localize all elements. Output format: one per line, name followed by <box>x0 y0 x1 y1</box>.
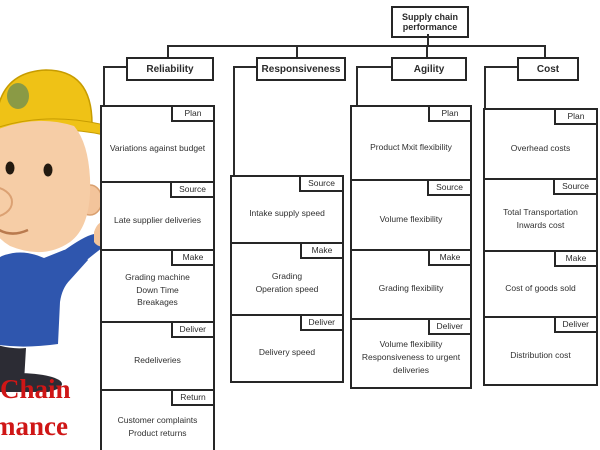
header-cost: Cost <box>517 57 579 81</box>
metric-text: Product Mxit flexibility <box>370 141 452 152</box>
metric-box: Source Late supplier deliveries <box>100 181 215 251</box>
metric-box: Make Grading Operation speed <box>230 242 344 316</box>
scor-tag-make: Make <box>428 249 472 266</box>
connector-responsiveness-elbow-h <box>233 66 256 68</box>
column-responsiveness: Source Intake supply speed Make Grading … <box>230 175 344 383</box>
metric-box: Source Total Transportation Inwards cost <box>483 178 598 252</box>
scor-tag-plan: Plan <box>428 105 472 122</box>
watermark-text: Chain mance <box>0 371 71 445</box>
watermark-line-1: Chain <box>0 374 71 404</box>
metric-text: Volume flexibility <box>379 213 443 224</box>
connector-reliability-elbow-h <box>103 66 126 68</box>
metric-box: Plan Overhead costs <box>483 108 598 180</box>
header-responsiveness: Responsiveness <box>256 57 346 81</box>
metric-text: Cost of goods sold <box>505 282 576 293</box>
connector-main-horizontal <box>167 45 546 47</box>
metric-text: Variations against budget <box>109 142 206 153</box>
connector-agility-elbow-h <box>356 66 391 68</box>
connector-responsiveness-elbow-v <box>233 66 235 176</box>
metric-box: Make Grading machine Down Time Breakages <box>100 249 215 323</box>
metric-box: Plan Variations against budget <box>100 105 215 183</box>
metric-text: Overhead costs <box>510 142 571 153</box>
column-agility: Plan Product Mxit flexibility Source Vol… <box>350 105 472 389</box>
connector-drop-reliability <box>167 45 169 59</box>
scor-tag-make: Make <box>554 250 598 267</box>
metric-box: Deliver Distribution cost <box>483 316 598 386</box>
metric-text: Grading machine Down Time Breakages <box>125 271 190 308</box>
scor-tag-plan: Plan <box>171 105 215 122</box>
builder-cartoon-icon <box>0 69 117 392</box>
metric-box: Make Cost of goods sold <box>483 250 598 318</box>
connector-drop-responsiveness <box>296 45 298 59</box>
column-cost: Plan Overhead costs Source Total Transpo… <box>483 108 598 386</box>
metric-text: Late supplier deliveries <box>114 214 201 225</box>
watermark-line-2: mance <box>0 411 68 441</box>
header-reliability: Reliability <box>126 57 214 81</box>
scor-tag-deliver: Deliver <box>553 316 598 333</box>
scor-tag-plan: Plan <box>554 108 598 125</box>
scor-tag-deliver: Deliver <box>299 314 344 331</box>
scor-tag-make: Make <box>300 242 344 259</box>
metric-text: Distribution cost <box>510 349 571 360</box>
scor-tag-source: Source <box>170 181 215 198</box>
metric-box: Deliver Volume flexibility Responsivenes… <box>350 318 472 389</box>
metric-box: Plan Product Mxit flexibility <box>350 105 472 181</box>
connector-drop-cost <box>544 45 546 59</box>
scor-tag-deliver: Deliver <box>427 318 472 335</box>
scor-tag-source: Source <box>299 175 344 192</box>
column-reliability: Plan Variations against budget Source La… <box>100 105 215 450</box>
metric-text: Volume flexibility Responsiveness to urg… <box>361 339 461 375</box>
scor-tag-make: Make <box>171 249 215 266</box>
header-agility: Agility <box>391 57 467 81</box>
connector-cost-elbow-v <box>484 66 486 109</box>
metric-box: Source Intake supply speed <box>230 175 344 244</box>
connector-cost-elbow-h <box>484 66 517 68</box>
connector-reliability-elbow-v <box>103 66 105 106</box>
metric-text: Grading Operation speed <box>255 271 319 294</box>
metric-text: Redeliveries <box>134 354 181 365</box>
metric-text: Customer complaints Product returns <box>117 415 198 438</box>
metric-text: Total Transportation Inwards cost <box>503 207 578 230</box>
metric-box: Source Volume flexibility <box>350 179 472 251</box>
scor-tag-source: Source <box>553 178 598 195</box>
scor-tag-return: Return <box>171 389 215 406</box>
metric-box: Deliver Delivery speed <box>230 314 344 383</box>
connector-drop-agility <box>426 45 428 59</box>
root-node-supply-chain-performance: Supply chain performance <box>391 6 469 38</box>
connector-root-drop <box>427 34 429 46</box>
metric-text: Intake supply speed <box>249 208 325 219</box>
metric-text: Grading flexibility <box>378 283 444 294</box>
scor-tag-source: Source <box>427 179 472 196</box>
metric-box: Return Customer complaints Product retur… <box>100 389 215 450</box>
scor-tag-deliver: Deliver <box>170 321 215 338</box>
metric-box: Deliver Redeliveries <box>100 321 215 391</box>
metric-text: Delivery speed <box>258 347 316 358</box>
metric-box: Make Grading flexibility <box>350 249 472 320</box>
connector-agility-elbow-v <box>356 66 358 106</box>
